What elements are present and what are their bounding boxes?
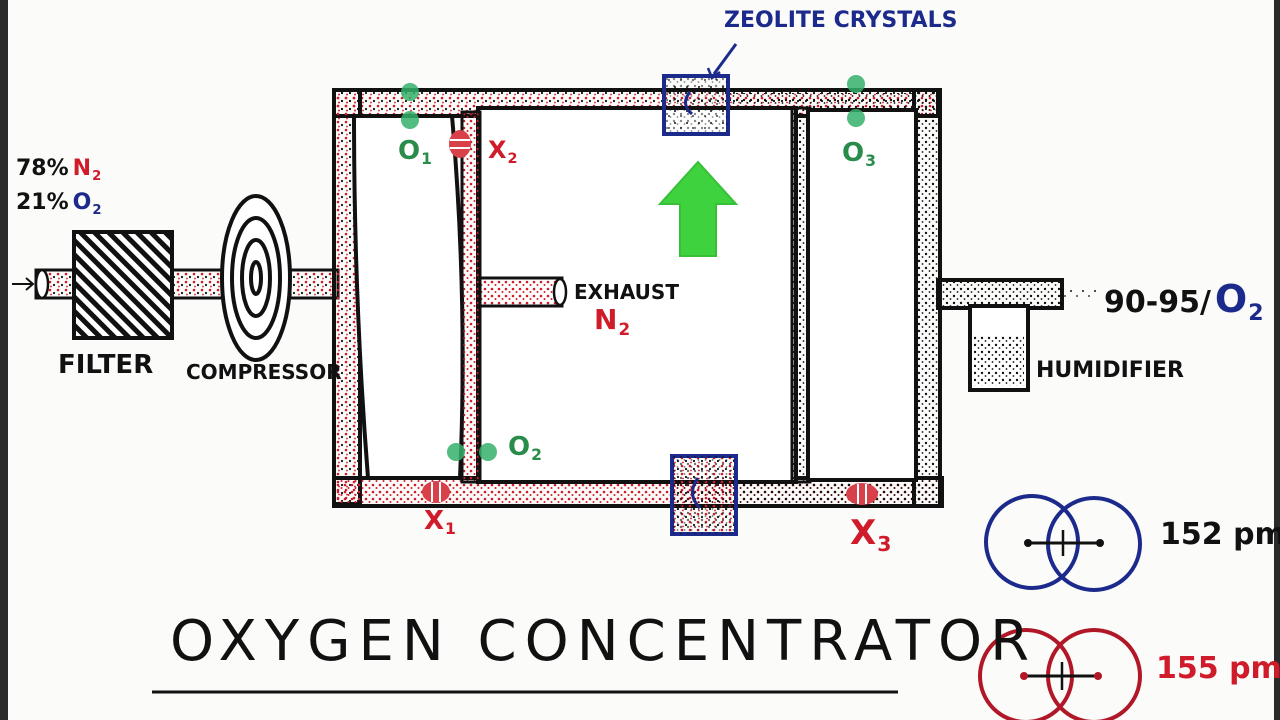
exhaust-gas-formula: N xyxy=(594,303,618,336)
o2-percent: 21% xyxy=(16,190,69,215)
output-concentration: 90-95/ O 2 xyxy=(1104,277,1264,324)
nitrogen-size-label: 155 pm xyxy=(1156,651,1280,686)
output-gas-sub: 2 xyxy=(1248,300,1264,326)
valve-o1-label: O 1 xyxy=(398,136,432,167)
exhaust-gas-sub: 2 xyxy=(618,318,631,339)
valve-x1 xyxy=(422,481,450,503)
valve-o3 xyxy=(847,75,865,127)
valve-o2-label: O 2 xyxy=(508,432,542,463)
o2-formula-sub: 2 xyxy=(92,202,102,218)
valve-o2-sub: 2 xyxy=(531,446,542,465)
n2-formula: N xyxy=(72,156,92,181)
nitrogen-molecule-icon xyxy=(978,628,1142,720)
inlet-o2-composition: 21% O 2 xyxy=(16,190,102,218)
green-up-arrow-icon xyxy=(657,160,739,257)
valve-o2-letter: O xyxy=(508,432,531,462)
valve-x3 xyxy=(846,483,878,505)
valve-o2 xyxy=(447,443,497,461)
humidifier-label: HUMIDIFIER xyxy=(1036,358,1184,383)
exhaust-pipe xyxy=(478,276,564,308)
zeolite-crystal-bottom xyxy=(670,454,738,536)
oxygen-molecule-icon xyxy=(984,494,1142,592)
valve-o1-letter: O xyxy=(398,136,421,166)
right-sieve-column xyxy=(806,108,918,482)
valve-x1-label: X 1 xyxy=(424,506,456,537)
compressor-chamber-pipe xyxy=(288,268,340,300)
valve-o3-label: O 3 xyxy=(842,138,876,169)
valve-o3-sub: 3 xyxy=(865,152,876,171)
oxygen-size-label: 152 pm xyxy=(1160,517,1280,552)
zeolite-crystal-top xyxy=(662,74,730,136)
valve-x2 xyxy=(449,130,471,158)
exhaust-label: EXHAUST xyxy=(574,280,679,304)
left-video-edge xyxy=(0,0,8,720)
diagram-title: OXYGEN CONCENTRATOR xyxy=(170,609,1037,674)
right-video-edge xyxy=(1274,0,1280,720)
output-gas-formula: O xyxy=(1214,277,1248,321)
filter-label: FILTER xyxy=(58,350,154,380)
valve-x2-letter: X xyxy=(488,136,507,164)
inlet-arrow-icon xyxy=(12,277,35,291)
output-pipe xyxy=(936,278,1064,310)
left-sieve-column xyxy=(351,114,465,480)
o2-formula: O xyxy=(72,190,92,215)
valve-x3-sub: 3 xyxy=(877,532,892,557)
valve-x3-label: X 3 xyxy=(850,513,891,555)
valve-x2-sub: 2 xyxy=(507,151,518,168)
n2-percent: 78% xyxy=(16,156,69,181)
valve-x2-label: X 2 xyxy=(488,136,518,166)
filter-block xyxy=(72,230,174,340)
zeolite-pointer-line xyxy=(712,43,738,75)
valve-x1-letter: X xyxy=(424,506,445,536)
n2-formula-sub: 2 xyxy=(92,168,102,184)
zeolite-crystals-label: ZEOLITE CRYSTALS xyxy=(724,8,958,33)
valve-o1-sub: 1 xyxy=(421,150,432,169)
compressor-coil xyxy=(220,194,292,362)
valve-o1 xyxy=(401,83,419,129)
valve-x3-letter: X xyxy=(850,513,877,553)
compressor-label: COMPRESSOR xyxy=(186,360,342,384)
pipe-right xyxy=(912,88,942,508)
inlet-n2-composition: 78% N 2 xyxy=(16,156,102,184)
left-divider-pipe xyxy=(460,110,482,484)
exhaust-gas-label: N 2 xyxy=(594,303,630,338)
output-value: 90-95/ xyxy=(1104,285,1211,320)
valve-o3-letter: O xyxy=(842,138,865,168)
filter-compressor-pipe xyxy=(170,268,226,300)
valve-x1-sub: 1 xyxy=(445,520,456,539)
